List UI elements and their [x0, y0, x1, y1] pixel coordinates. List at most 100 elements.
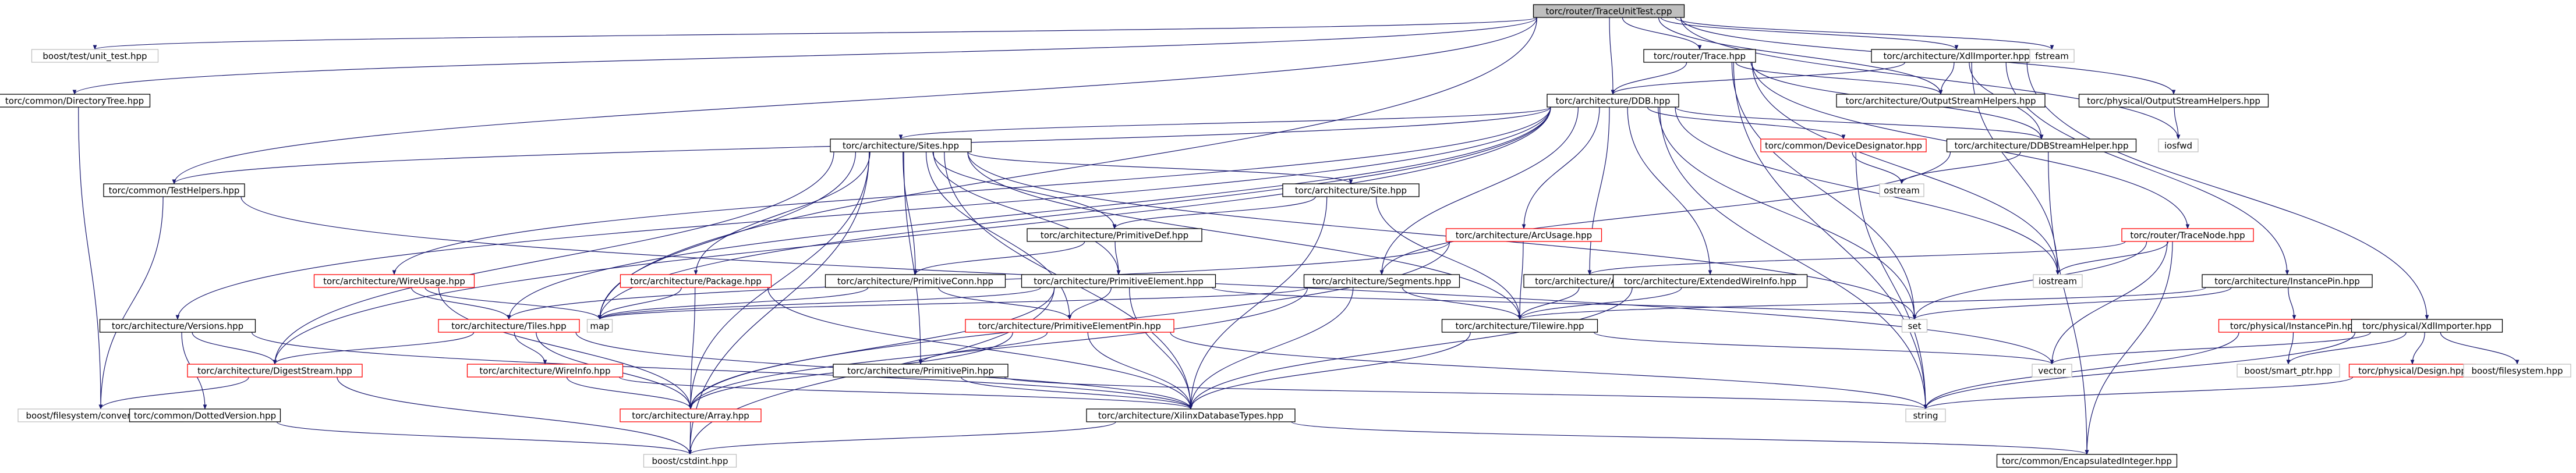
node-testhelpers[interactable]: torc/common/TestHelpers.hpp — [103, 183, 245, 197]
node-package[interactable]: torc/architecture/Package.hpp — [620, 274, 772, 288]
node-box — [1905, 408, 1946, 422]
node-iostream[interactable]: iostream — [2033, 274, 2083, 288]
node-box — [2351, 319, 2503, 333]
node-segments[interactable]: torc/architecture/Segments.hpp — [1303, 274, 1460, 288]
node-label: torc/architecture/Versions.hpp — [112, 321, 243, 332]
node-tilewire[interactable]: torc/architecture/Tilewire.hpp — [1441, 319, 1598, 333]
node-box — [313, 274, 475, 288]
node-primdef[interactable]: torc/architecture/PrimitiveDef.hpp — [1027, 228, 1202, 242]
node-cstdint[interactable]: boost/cstdint.hpp — [643, 454, 737, 468]
edge-tracenode-to-vector — [2050, 241, 2168, 365]
node-box — [1996, 454, 2178, 468]
node-xdlimporter_arch[interactable]: torc/architecture/XdlImporter.hpp — [1871, 49, 2042, 63]
node-label: torc/architecture/DDBStreamHelper.hpp — [1955, 141, 2129, 151]
edge-root-to-map — [597, 17, 1538, 320]
edge-wireinfo-to-array — [566, 376, 693, 410]
node-vector[interactable]: vector — [2032, 364, 2072, 378]
edge-dirtree-to-fsconv — [78, 106, 103, 410]
edge-primdef-to-primelem — [1114, 241, 1121, 275]
edge-xdlimporter_arch-to-ddb — [1611, 62, 1906, 95]
edge-segments-to-array — [688, 287, 1308, 410]
edge-wireinfo-to-xilinxdbt — [618, 376, 1193, 410]
node-set[interactable]: set — [1901, 319, 1928, 333]
node-label: torc/physical/XdlImporter.hpp — [2362, 321, 2492, 332]
edge-root-to-testhelpers — [172, 17, 1538, 184]
node-iosfwd[interactable]: iosfwd — [2158, 138, 2199, 152]
node-ddb[interactable]: torc/architecture/DDB.hpp — [1547, 94, 1679, 108]
node-sites[interactable]: torc/architecture/Sites.hpp — [830, 138, 972, 152]
node-label: torc/architecture/Tiles.hpp — [451, 321, 566, 332]
node-primelem[interactable]: torc/architecture/PrimitiveElement.hpp — [1021, 274, 1216, 288]
node-devdesig[interactable]: torc/common/DeviceDesignator.hpp — [1760, 138, 1927, 152]
edge-site-to-tilewire — [1375, 196, 1522, 320]
edge-primelem-to-primelempin — [1067, 287, 1112, 320]
node-wireusage[interactable]: torc/architecture/WireUsage.hpp — [313, 274, 475, 288]
edge-xdlimporter_phys-to-vector — [2050, 332, 2371, 365]
node-ostream[interactable]: ostream — [1879, 183, 1924, 197]
node-primelempin[interactable]: torc/architecture/PrimitiveElementPin.hp… — [965, 319, 1174, 333]
node-label: boost/cstdint.hpp — [652, 456, 728, 467]
edge-instancepin-to-tilewire — [1517, 287, 2206, 320]
node-osh_phys[interactable]: torc/physical/OutputStreamHelpers.hpp — [2078, 94, 2269, 108]
edge-ddb-to-versions — [175, 106, 1551, 320]
edge-ddb-to-iostream — [1675, 106, 2060, 275]
node-label: torc/architecture/ExtendedWireInfo.hpp — [1624, 276, 1796, 287]
node-arcusage[interactable]: torc/architecture/ArcUsage.hpp — [1445, 228, 1602, 242]
node-xilinxdbt[interactable]: torc/architecture/XilinxDatabaseTypes.hp… — [1086, 408, 1296, 422]
node-label: torc/architecture/PrimitiveDef.hpp — [1041, 230, 1188, 241]
node-box — [1303, 274, 1460, 288]
node-encint[interactable]: torc/common/EncapsulatedInteger.hpp — [1996, 454, 2178, 468]
node-label: torc/architecture/Tilewire.hpp — [1455, 321, 1584, 332]
node-filesystem[interactable]: boost/filesystem.hpp — [2463, 364, 2571, 378]
node-box — [1643, 49, 1756, 63]
node-wireinfo[interactable]: torc/architecture/WireInfo.hpp — [466, 364, 624, 378]
node-dottedver[interactable]: torc/common/DottedVersion.hpp — [129, 408, 281, 422]
node-ddbsh[interactable]: torc/architecture/DDBStreamHelper.hpp — [1946, 138, 2137, 152]
node-extwireinfo[interactable]: torc/architecture/ExtendedWireInfo.hpp — [1612, 274, 1808, 288]
node-box — [1445, 228, 1602, 242]
edge-wireusage-to-array — [438, 287, 693, 410]
node-fstream[interactable]: fstream — [2029, 49, 2075, 63]
node-instancepin[interactable]: torc/architecture/InstancePin.hpp — [2202, 274, 2373, 288]
node-phys_design[interactable]: torc/physical/Design.hpp — [2348, 364, 2476, 378]
node-osh_arch[interactable]: torc/architecture/OutputStreamHelpers.hp… — [1836, 94, 2046, 108]
node-tiles[interactable]: torc/architecture/Tiles.hpp — [438, 319, 580, 333]
edge-router_trace-to-ddb — [1611, 62, 1687, 95]
node-primconn[interactable]: torc/architecture/PrimitiveConn.hpp — [825, 274, 1006, 288]
node-router_trace[interactable]: torc/router/Trace.hpp — [1643, 49, 1756, 63]
node-box — [2033, 274, 2083, 288]
node-dirtree[interactable]: torc/common/DirectoryTree.hpp — [0, 94, 151, 108]
node-digeststream[interactable]: torc/architecture/DigestStream.hpp — [187, 364, 363, 378]
node-box — [31, 49, 159, 63]
node-site[interactable]: torc/architecture/Site.hpp — [1282, 183, 1420, 197]
edge-segments-to-tilewire — [1402, 287, 1522, 320]
node-box — [825, 274, 1006, 288]
node-box — [1946, 138, 2137, 152]
node-phys_instpin[interactable]: torc/physical/InstancePin.hpp — [2218, 319, 2370, 333]
node-boost_unit[interactable]: boost/test/unit_test.hpp — [31, 49, 159, 63]
node-label: torc/common/DeviceDesignator.hpp — [1765, 141, 1922, 151]
node-xdlimporter_phys[interactable]: torc/physical/XdlImporter.hpp — [2351, 319, 2503, 333]
node-box — [1836, 94, 2046, 108]
node-string[interactable]: string — [1905, 408, 1946, 422]
node-label: torc/architecture/Package.hpp — [630, 276, 762, 287]
node-label: vector — [2038, 366, 2066, 376]
node-box — [2078, 94, 2269, 108]
node-root[interactable]: torc/router/TraceUnitTest.cpp — [1533, 4, 1685, 18]
node-versions[interactable]: torc/architecture/Versions.hpp — [99, 319, 256, 333]
edge-arc-to-tilewire — [1517, 287, 1580, 320]
edge-dottedver-to-cstdint — [276, 421, 692, 455]
edge-sites-to-primpin — [903, 151, 923, 365]
edge-segments-to-xilinxdbt — [1188, 287, 1354, 410]
edge-versions-to-xilinxdbt — [251, 332, 1193, 410]
edge-extwireinfo-to-tilewire — [1517, 287, 1682, 320]
edge-site-to-primdef — [1112, 196, 1316, 229]
node-map[interactable]: map — [586, 319, 613, 333]
node-primpin[interactable]: torc/architecture/PrimitivePin.hpp — [833, 364, 1009, 378]
node-tracenode[interactable]: torc/router/TraceNode.hpp — [2121, 228, 2254, 242]
node-box — [620, 274, 772, 288]
node-array[interactable]: torc/architecture/Array.hpp — [620, 408, 762, 422]
node-smartptr[interactable]: boost/smart_ptr.hpp — [2237, 364, 2340, 378]
node-box — [830, 138, 972, 152]
